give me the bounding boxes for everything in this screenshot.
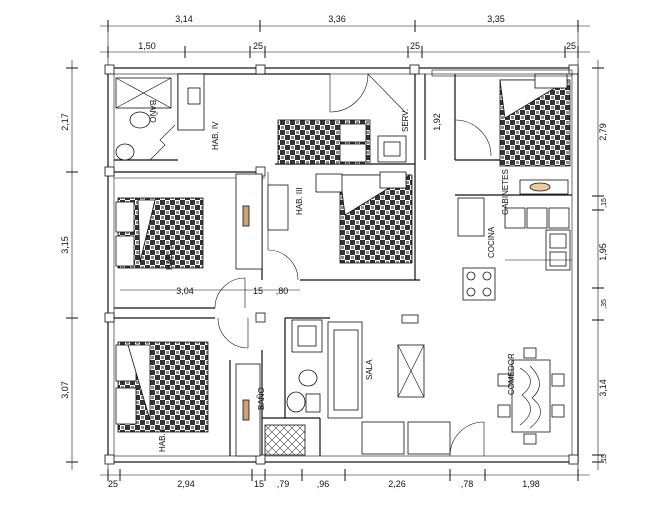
dim-interior-1: 3,04 bbox=[176, 286, 194, 296]
dim-right-5: ,35 bbox=[601, 299, 608, 309]
dim-left-1: 2,17 bbox=[60, 113, 70, 131]
dim-sub-1: 1,50 bbox=[138, 41, 156, 51]
columns bbox=[104, 64, 579, 465]
dim-sub-4: 25 bbox=[566, 41, 576, 51]
dim-top-3: 3,35 bbox=[487, 14, 505, 24]
dim-bottom-2: 2,94 bbox=[177, 479, 195, 489]
room-labels: BAÑO HAB. IV HAB. III HAB. II HAB. I SER… bbox=[148, 100, 516, 452]
room-label-hab-i: HAB. I bbox=[158, 429, 167, 452]
doors bbox=[149, 73, 492, 457]
dim-bottom-7: ,78 bbox=[461, 479, 474, 489]
dimension-labels: 3,14 3,36 3,35 1,50 25 25 25 2,17 3,15 3… bbox=[60, 14, 608, 489]
dim-top-1: 3,14 bbox=[175, 14, 193, 24]
dim-right-3: 3,14 bbox=[598, 379, 608, 397]
beds bbox=[115, 73, 571, 433]
dim-bottom-8: 1,98 bbox=[522, 479, 540, 489]
dim-bottom-6: 2,26 bbox=[388, 479, 406, 489]
dim-top-2: 3,36 bbox=[328, 14, 346, 24]
dim-right-1: 2,79 bbox=[598, 123, 608, 141]
room-label-hab-iii: HAB. III bbox=[295, 187, 304, 215]
room-label-gabinetes: GABINETES bbox=[501, 169, 510, 215]
dim-bottom-1: 25 bbox=[108, 479, 118, 489]
room-label-comedor: COMEDOR bbox=[507, 353, 516, 395]
dim-right-4: ,15 bbox=[601, 198, 608, 208]
dim-interior-3: ,80 bbox=[276, 286, 289, 296]
dim-bottom-4: ,79 bbox=[277, 479, 290, 489]
dim-left-3: 3,07 bbox=[60, 381, 70, 399]
room-label-hab-iv: HAB. IV bbox=[211, 121, 220, 150]
dim-interior-2: 15 bbox=[253, 286, 263, 296]
dim-bottom-5: ,96 bbox=[317, 479, 330, 489]
furniture bbox=[115, 69, 573, 457]
dim-interior-4: 1,92 bbox=[432, 113, 442, 131]
dim-left-2: 3,15 bbox=[60, 236, 70, 254]
room-label-serv: SERV. bbox=[401, 109, 410, 132]
dim-sub-3: 25 bbox=[410, 41, 420, 51]
room-label-bano-bottom: BAÑO bbox=[257, 387, 266, 410]
dim-bottom-3: 15 bbox=[254, 479, 264, 489]
room-label-sala: SALA bbox=[365, 359, 374, 380]
room-label-hab-ii: HAB. II bbox=[165, 245, 174, 270]
dim-right-6: ,15 bbox=[601, 454, 608, 464]
dim-right-2: 1,95 bbox=[598, 243, 608, 261]
room-label-cocina: COCINA bbox=[487, 226, 496, 258]
room-label-bano-top: BAÑO bbox=[148, 100, 157, 123]
dim-sub-2: 25 bbox=[253, 41, 263, 51]
